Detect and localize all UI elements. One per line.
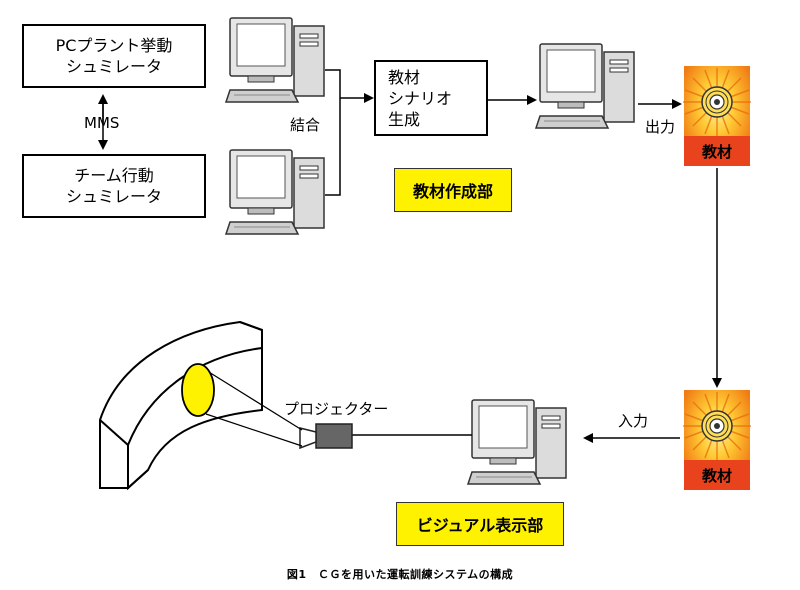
curved-screen-icon	[99, 320, 263, 491]
scenario-line2: シナリオ	[388, 88, 453, 108]
mms-label: MMS	[84, 114, 120, 132]
input-label: 入力	[618, 412, 649, 430]
visual-section-label: ビジュアル表示部	[396, 502, 564, 546]
creation-section-label: 教材作成部	[394, 168, 512, 212]
combine-label: 結合	[290, 116, 321, 134]
figure-caption: 図1 ＣＧを用いた運転訓練システムの構成	[286, 568, 514, 581]
computer-icon-display	[467, 399, 567, 485]
pc-plant-simulator-box: PCプラント挙動 シュミレータ	[22, 24, 206, 88]
computer-icon-creator	[535, 43, 635, 129]
material-label-bottom: 教材	[701, 467, 732, 485]
projection-beam	[195, 363, 303, 447]
material-label-top: 教材	[701, 143, 732, 161]
team-sim-line2: シュミレータ	[65, 187, 162, 206]
computer-icon-upper	[225, 17, 325, 103]
pc-sim-line1: PCプラント挙動	[55, 36, 173, 55]
scenario-line3: 生成	[388, 109, 421, 129]
scenario-generation-box: 教材 シナリオ 生成	[374, 60, 488, 136]
pc-sim-line2: シュミレータ	[65, 57, 162, 76]
projector-label: プロジェクター	[284, 400, 389, 418]
team-sim-line1: チーム行動	[74, 166, 154, 185]
scenario-line1: 教材	[388, 67, 421, 87]
computer-icon-lower	[225, 149, 325, 235]
team-simulator-box: チーム行動 シュミレータ	[22, 154, 206, 218]
combine-connector	[325, 69, 341, 196]
projector-icon	[315, 423, 353, 449]
output-label: 出力	[645, 118, 676, 136]
